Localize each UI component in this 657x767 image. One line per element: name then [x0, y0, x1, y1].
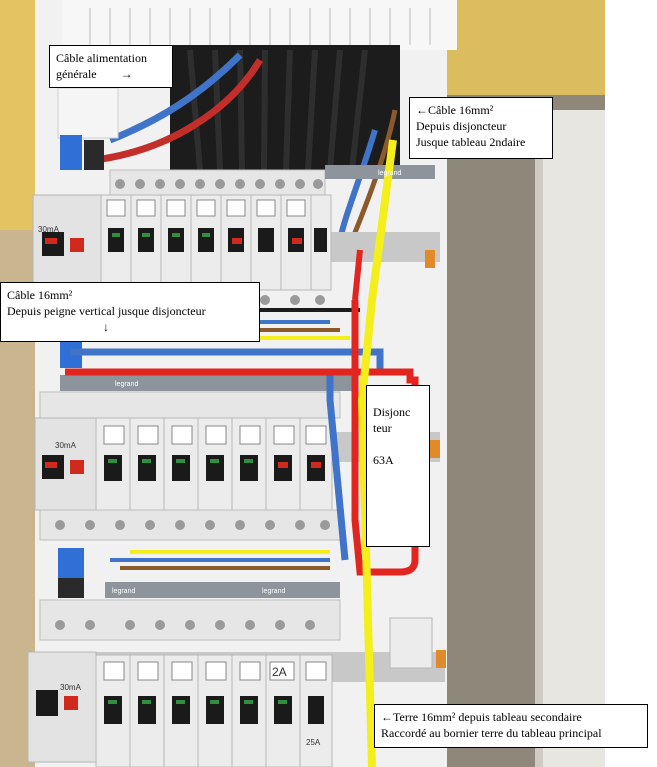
cable16-red [65, 300, 419, 576]
lower-wiring [110, 550, 330, 570]
row3-25a-label: 25A [306, 738, 321, 747]
row1-windows [112, 233, 210, 237]
row3-screws-top [55, 620, 315, 630]
row2-comb-brand: legrand [115, 381, 138, 388]
row3-2a-label: 2A [272, 665, 287, 679]
row3-ground-terminal [389, 617, 433, 669]
supply-terminal-blue [60, 135, 82, 170]
row2-upper-terminals [39, 391, 341, 419]
callout-disjoncteur: Disjonc teur 63A [366, 385, 430, 547]
row1-rcd-rating: 30mA [38, 225, 60, 234]
callout-terre: ←Terre 16mm² depuis tableau secondaire R… [374, 704, 648, 748]
row3-rcd-test [64, 696, 78, 710]
cable16-red-top [352, 249, 363, 301]
row2-screws-bottom [55, 520, 330, 530]
orange-clip-2 [430, 440, 440, 458]
right-white-strip [605, 0, 657, 767]
callout-cable16-tableau-line3: Jusque tableau 2ndaire [416, 135, 526, 149]
row3-comb-brand-2: legrand [262, 588, 285, 595]
callout-disjoncteur-line2: teur [373, 421, 392, 435]
panel-top-cover [62, 0, 457, 50]
row3-comb-brand: legrand [112, 588, 135, 595]
wire-red-supply [94, 58, 264, 164]
callout-disjoncteur-line1: Disjonc [373, 405, 411, 419]
callout-cable16-peigne-line2: Depuis peigne vertical jusque disjoncteu… [7, 304, 206, 318]
row2-levers [104, 455, 325, 481]
row3-rcd-rating: 30mA [60, 683, 82, 692]
supply-terminal-dark [84, 140, 104, 170]
supply-terminal-block [57, 87, 119, 139]
side-cover-shadow [535, 110, 543, 767]
row1-comb-label [325, 165, 435, 179]
row3-comb [105, 582, 340, 598]
callout-alimentation-line2: générale → [56, 67, 133, 81]
breaker-rating-text: 30mA 30mA 30mA 2A 25A [38, 225, 321, 747]
orange-clip-3 [436, 650, 446, 668]
side-cover-panel [535, 110, 605, 767]
callout-cable16-tableau-line1: ←Câble 16mm² [416, 103, 494, 117]
row1-red-windows [45, 238, 302, 244]
callout-alimentation: Câble alimentation générale → [49, 45, 173, 88]
row2-symbol-labels [103, 425, 327, 445]
row3-rcd-lever [36, 690, 58, 716]
callout-disjoncteur-gap [373, 436, 423, 452]
row2-red-windows [45, 462, 321, 468]
callout-cable16-peigne-line1: Câble 16mm² [7, 288, 73, 302]
row1-comb-brand: legrand [378, 170, 401, 177]
row2-windows [108, 459, 253, 463]
insulation-top-right [445, 0, 605, 95]
callout-terre-line2: Raccordé au bornier terre du tableau pri… [381, 726, 602, 740]
callout-cable16-peigne: Câble 16mm² Depuis peigne vertical jusqu… [0, 282, 260, 342]
callout-cable16-tableau-line2: Depuis disjoncteur [416, 119, 507, 133]
wire-blue-supply [108, 52, 243, 144]
callout-cable16-peigne-arrow: ↓ [103, 320, 109, 334]
orange-clip-1 [425, 250, 435, 268]
row1-screws [115, 179, 323, 189]
wire-blue-top-right [337, 129, 378, 241]
row2-comb [60, 375, 355, 391]
row3-terminal-blue [58, 548, 84, 578]
row1-rcd-test [70, 238, 84, 252]
cable16-yellow-earth [357, 139, 397, 767]
callout-terre-line1: ←Terre 16mm² depuis tableau secondaire [381, 710, 582, 724]
row1-symbol-labels [106, 199, 306, 217]
callout-cable16-tableau: ←Câble 16mm² Depuis disjoncteur Jusque t… [409, 97, 553, 159]
row2-rcd-rating: 30mA [55, 441, 77, 450]
row2-rcd-test [70, 460, 84, 474]
row3-symbol-labels [103, 661, 327, 681]
row3-windows [108, 700, 287, 704]
wire-brown-top-right [349, 109, 398, 241]
panel-top-grille [89, 8, 431, 45]
callout-disjoncteur-line3: 63A [373, 453, 394, 467]
row3-terminal-dark [58, 578, 84, 598]
cable-bundle-strands [187, 49, 368, 171]
callout-alimentation-line1: Câble alimentation [56, 51, 147, 65]
comb-brand-text: legrand legrand legrand legrand [112, 170, 401, 595]
